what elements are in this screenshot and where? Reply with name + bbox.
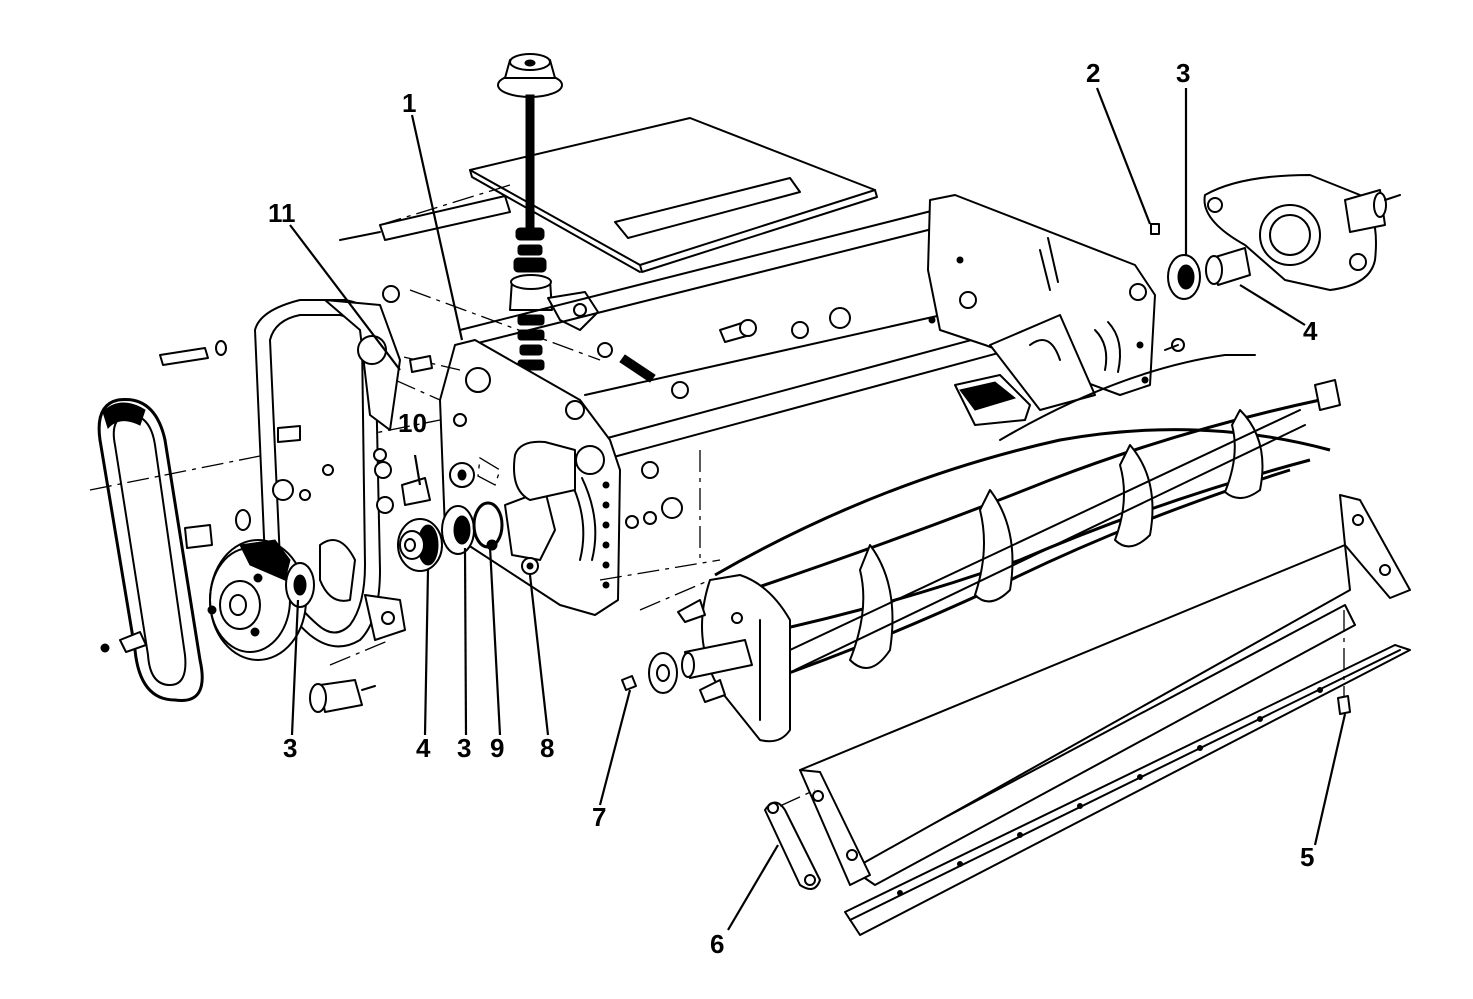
drive-belt — [89, 398, 441, 702]
callout-9: 9 — [490, 733, 504, 763]
leader-lines — [289, 87, 1347, 931]
cutting-reel — [621, 354, 1341, 743]
right-bearing-housing — [1150, 174, 1401, 300]
bedbar — [799, 494, 1411, 886]
callout-10: 10 — [398, 408, 427, 438]
callout-4: 4 — [1303, 316, 1318, 346]
callout-3: 3 — [1176, 58, 1190, 88]
callout-1: 1 — [402, 88, 416, 118]
callout-11: 11 — [268, 198, 296, 228]
side-link — [764, 789, 821, 890]
reel-drive-components — [373, 355, 576, 575]
callout-3: 3 — [457, 733, 471, 763]
top-shield-plate — [379, 117, 878, 273]
callouts: 1 2 3 4 11 10 3 4 3 9 8 7 5 6 — [268, 58, 1318, 959]
drive-pulley — [100, 509, 391, 713]
callout-8: 8 — [540, 733, 554, 763]
callout-6: 6 — [710, 929, 724, 959]
callout-2: 2 — [1086, 58, 1100, 88]
callout-3: 3 — [283, 733, 297, 763]
callout-4: 4 — [416, 733, 431, 763]
shield-rod — [339, 195, 511, 241]
callout-5: 5 — [1300, 842, 1314, 872]
bedknife — [844, 610, 1411, 936]
callout-7: 7 — [592, 802, 606, 832]
scraper-skid — [954, 374, 1031, 426]
